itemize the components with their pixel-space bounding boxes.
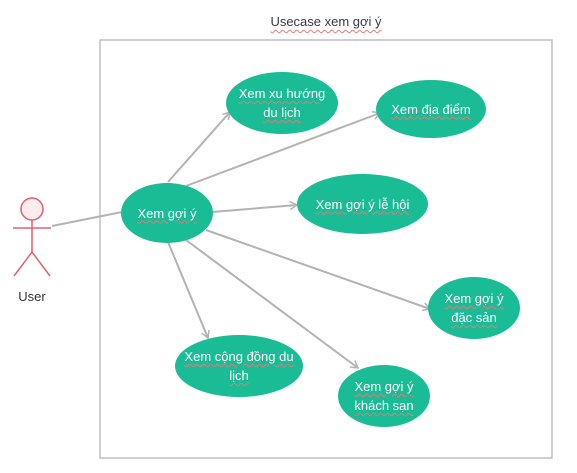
usecase-xem-goi-y[interactable]: Xem gợi ý bbox=[121, 183, 213, 243]
connector-main-to-xu-huong bbox=[167, 110, 232, 183]
usecase-label: Xem cộng đồng du lịch bbox=[184, 349, 294, 383]
diagram-title: Usecase xem gợi ý bbox=[270, 14, 382, 29]
usecase-xem-goi-y-le-hoi[interactable]: Xem gợi ý lễ hội bbox=[297, 174, 428, 234]
usecase-label: Xem xu hướng du lịch bbox=[238, 86, 326, 120]
system-boundary bbox=[99, 39, 553, 459]
usecase-label: Xem gợi ý bbox=[137, 205, 197, 221]
usecase-label: Xem gợi ý khách sạn bbox=[354, 379, 414, 413]
actor-label: User bbox=[18, 289, 46, 304]
connector-main-to-cong-dong bbox=[167, 241, 210, 340]
usecase-xem-dia-diem[interactable]: Xem địa điểm bbox=[376, 80, 486, 138]
usecase-xem-goi-y-khach-san[interactable]: Xem gợi ý khách sạn bbox=[338, 365, 430, 427]
usecase-xem-goi-y-dac-san[interactable]: Xem gợi ý đặc sản bbox=[428, 277, 520, 339]
connector-main-to-dac-san bbox=[205, 229, 432, 312]
usecase-label: Xem gợi ý lễ hội bbox=[315, 196, 410, 212]
usecase-label: Xem gợi ý đặc sản bbox=[444, 291, 504, 325]
usecase-xem-xu-huong-du-lich[interactable]: Xem xu hướng du lịch bbox=[226, 72, 338, 134]
connector-user-to-main bbox=[51, 211, 123, 227]
usecase-xem-cong-dong-du-lich[interactable]: Xem cộng đồng du lịch bbox=[175, 335, 303, 397]
user-actor-icon bbox=[13, 197, 51, 277]
connector-main-to-le-hoi bbox=[211, 200, 299, 213]
usecase-label: Xem địa điểm bbox=[391, 101, 471, 117]
connector-main-to-dia-diem bbox=[185, 110, 382, 187]
connector-main-to-khach-san bbox=[185, 239, 360, 369]
